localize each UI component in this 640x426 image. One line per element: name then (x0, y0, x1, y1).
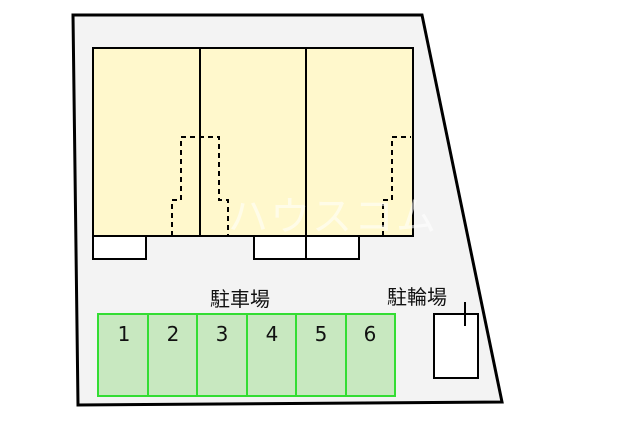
bicycle-parking-label: 駐輪場 (387, 285, 447, 309)
bicycle-parking-area (433, 313, 479, 379)
outdoor-unit-1 (92, 235, 147, 260)
parking-space-3: 3 (215, 322, 229, 346)
parking-spaces (97, 313, 396, 397)
entrance-outline-right (382, 136, 411, 236)
parking-label: 駐車場 (210, 287, 270, 311)
watermark: ハウスコム (228, 194, 438, 240)
entrance-outline-left (171, 136, 229, 236)
parking-space-2: 2 (166, 322, 180, 346)
outdoor-unit-3 (305, 235, 360, 260)
parking-space-1: 1 (117, 322, 131, 346)
parking-space-5: 5 (314, 322, 328, 346)
parking-space-6: 6 (363, 322, 377, 346)
building (92, 47, 414, 237)
parking-space-4: 4 (265, 322, 279, 346)
